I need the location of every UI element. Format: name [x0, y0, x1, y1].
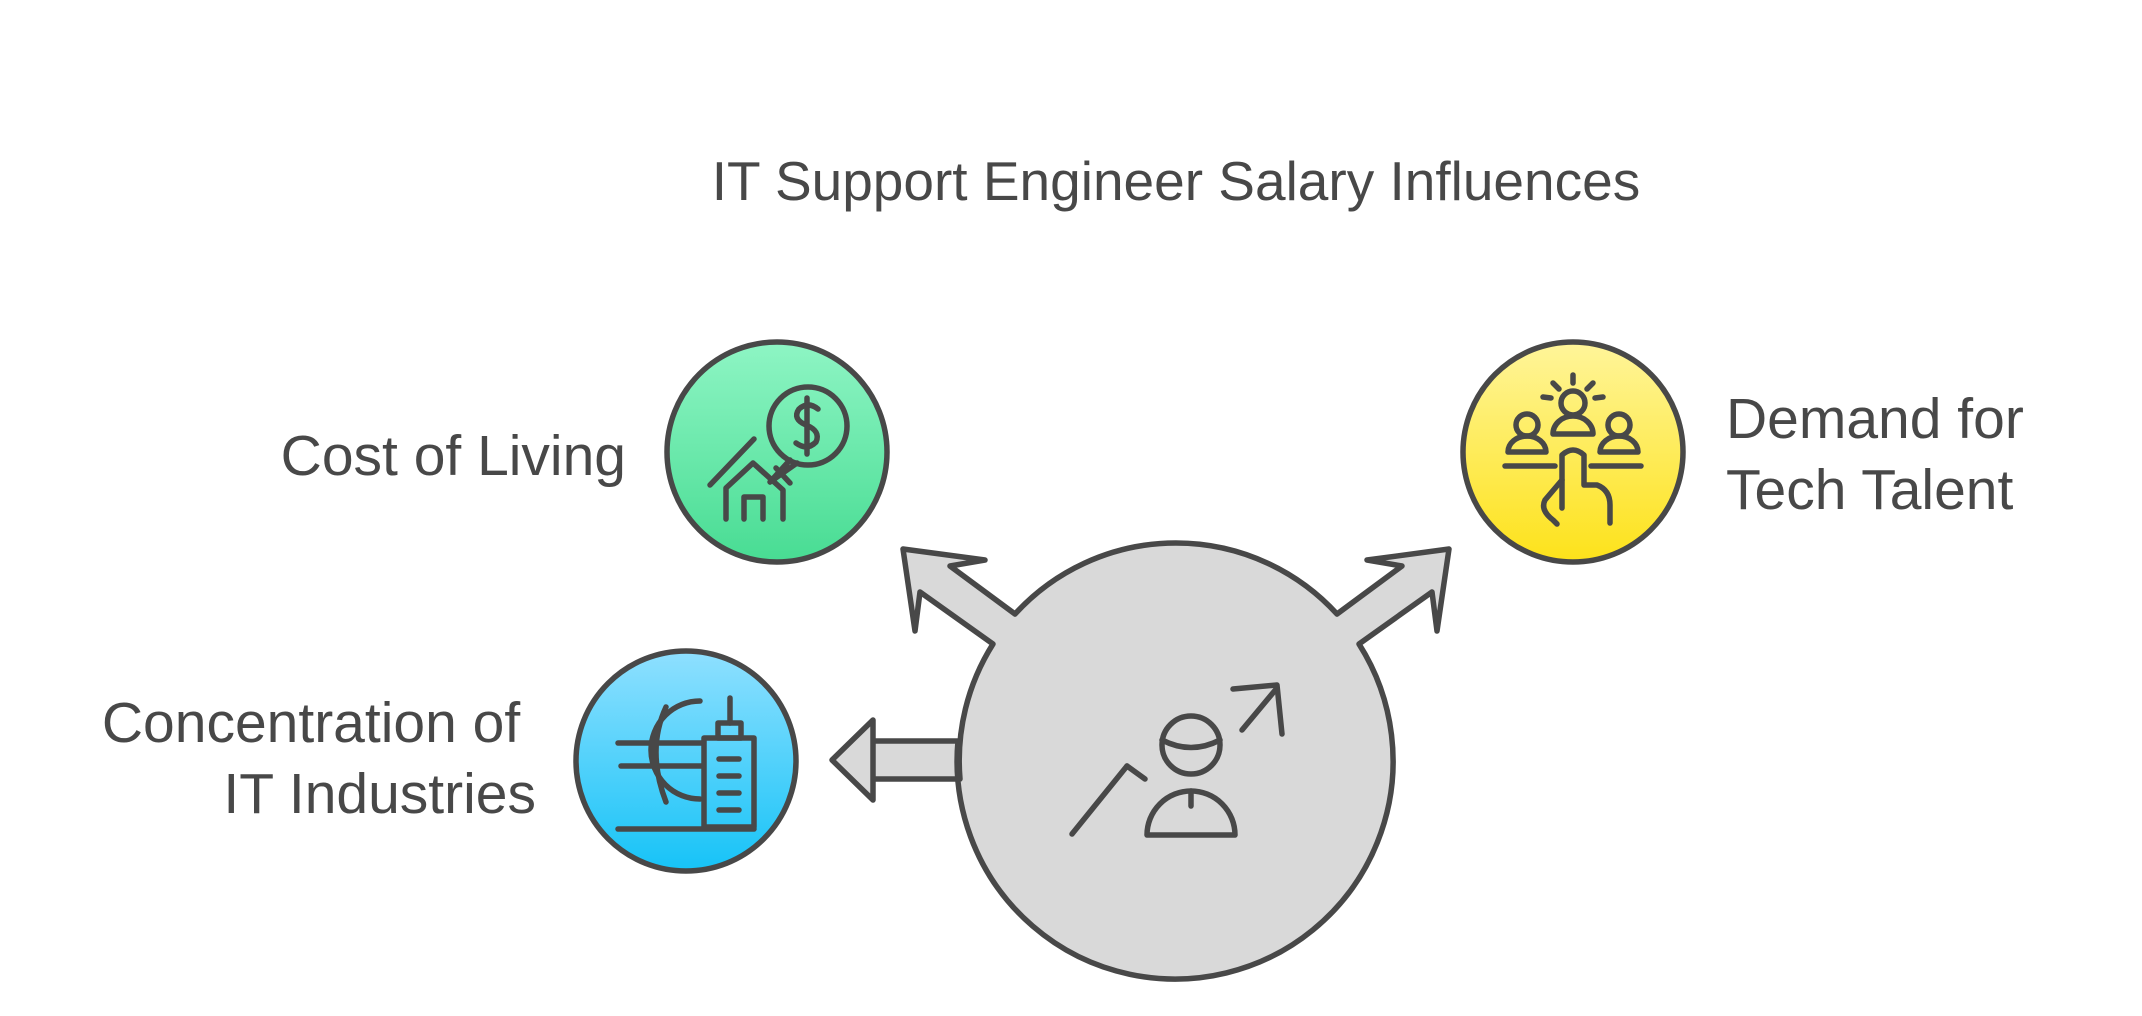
central-hub [829, 540, 1452, 982]
label-line: Demand for [1726, 387, 2024, 451]
globe-building-icon [615, 695, 757, 832]
factor-concentration-of-it-industries: Concentration of IT Industries [102, 648, 799, 874]
factor-cost-of-living: Cost of Living [281, 339, 890, 565]
label-line: Cost of Living [281, 424, 626, 488]
house-dollar-icon [707, 384, 850, 522]
demand-for-tech-talent-label: Demand for Tech Talent [1726, 387, 2040, 522]
cost-of-living-label: Cost of Living [281, 424, 626, 488]
person-growth-icon [1069, 682, 1285, 838]
factor-demand-for-tech-talent: Demand for Tech Talent [1460, 339, 2040, 565]
concentration-of-it-industries-label: Concentration of IT Industries [102, 691, 536, 826]
people-pointing-icon [1502, 372, 1644, 527]
label-line: Concentration of [102, 691, 520, 755]
hub-with-arrows-shape [829, 540, 1452, 982]
diagram-title: IT Support Engineer Salary Influences [712, 150, 1640, 212]
concentration-of-it-industries-circle [573, 648, 799, 874]
label-line: Tech Talent [1726, 458, 2013, 522]
label-line: IT Industries [223, 762, 536, 826]
